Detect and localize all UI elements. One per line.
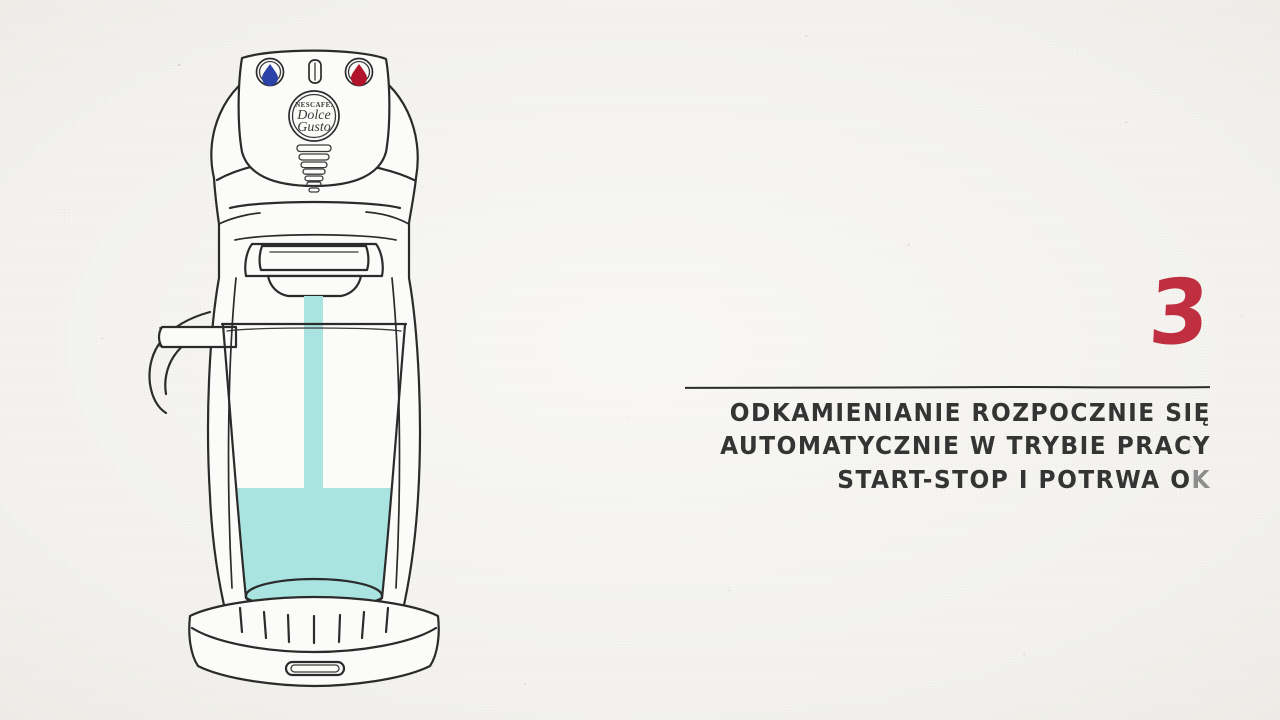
caption-line-3-text: START-STOP I POTRWA O	[837, 464, 1192, 494]
control-panel: NESCAFE. Dolce Gusto	[237, 49, 391, 193]
temperature-toggle-switch-icon[interactable]	[308, 59, 322, 84]
volume-level-slider-icon[interactable]	[296, 144, 332, 193]
caption-block: 3 ODKAMIENIANIE ROZPOCZNIE SIĘ AUTOMATYC…	[660, 260, 1220, 520]
brand-line-1: NESCAFE.	[295, 101, 333, 109]
coffee-machine-illustration: .ink { fill:none; stroke:#2b2b2b; stroke…	[118, 28, 468, 688]
caption-line-1-text: ODKAMIENIANIE ROZPOCZNIE SIĘ	[729, 398, 1211, 427]
caption-divider-rule	[685, 386, 1210, 389]
caption-text-lines: ODKAMIENIANIE ROZPOCZNIE SIĘ AUTOMATYCZN…	[660, 396, 1211, 496]
brand-badge: NESCAFE. Dolce Gusto	[288, 90, 340, 142]
brand-line-3: Gusto	[297, 120, 330, 135]
caption-line-3: START-STOP I POTRWA OK	[699, 463, 1211, 496]
caption-line-3-tail: K	[1191, 464, 1211, 494]
caption-line-1: ODKAMIENIANIE ROZPOCZNIE SIĘ	[699, 396, 1211, 429]
brand-line-2: Dolce	[296, 108, 330, 123]
caption-line-2: AUTOMATYCZNIE W TRYBIE PRACY	[699, 429, 1211, 462]
drip-tray-grill	[238, 606, 390, 645]
cold-water-droplet-icon[interactable]	[255, 57, 285, 87]
spout-assembly	[244, 242, 384, 298]
tray-level-indicator	[284, 660, 346, 677]
step-number: 3	[1146, 260, 1211, 366]
hot-water-droplet-icon[interactable]	[344, 57, 374, 87]
machine-side-struts	[227, 277, 401, 589]
caption-line-2-text: AUTOMATYCZNIE W TRYBIE PRACY	[720, 431, 1211, 461]
water-stream	[304, 296, 323, 596]
machine-head-band	[228, 200, 402, 241]
drip-tray-base	[188, 595, 440, 688]
water-container	[220, 296, 408, 615]
